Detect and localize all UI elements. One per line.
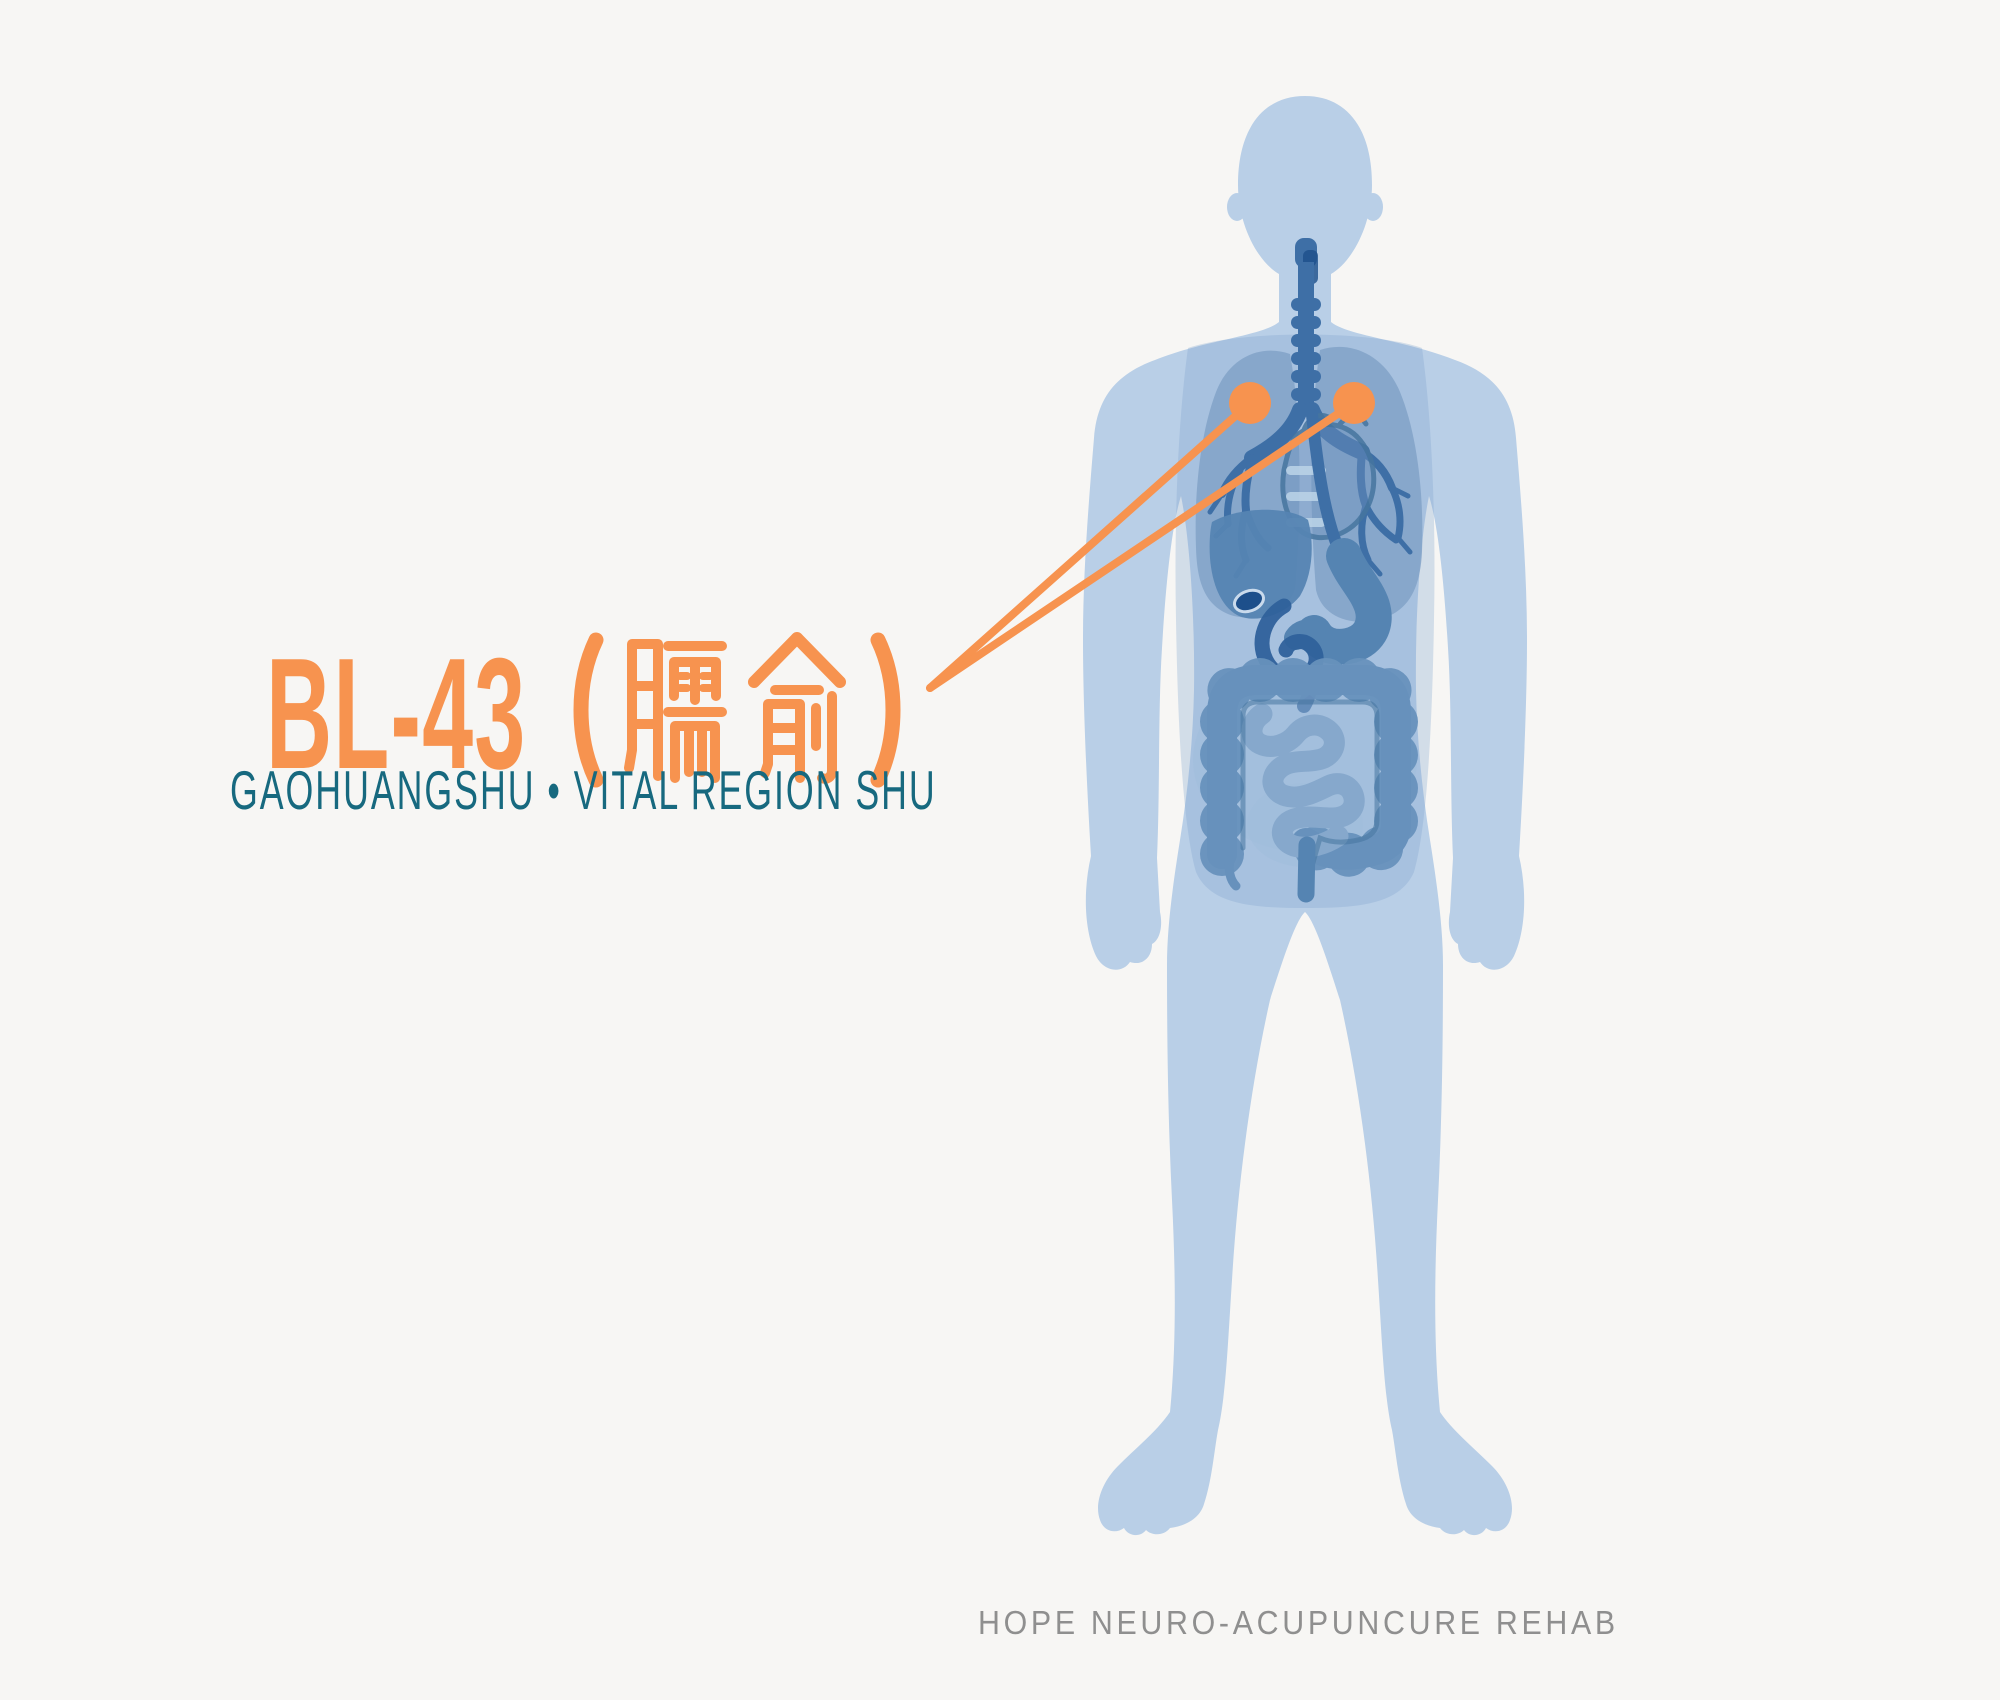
leader-line-right — [926, 399, 1358, 692]
acupoint-marker-right — [1333, 382, 1375, 424]
open-paren-glyph — [573, 632, 604, 788]
brand-footer: HOPE NEURO-ACUPUNCURE REHAB — [978, 1604, 1619, 1641]
small-intestine — [1241, 703, 1365, 858]
hanzi-nao-glyph — [624, 639, 727, 783]
point-code: BL-43 — [266, 626, 527, 802]
liver — [1209, 509, 1312, 619]
head — [1238, 96, 1372, 300]
trachea — [1291, 238, 1321, 412]
point-subtitle: GAOHUANGSHU • VITAL REGION SHU — [230, 759, 937, 821]
leader-lines — [926, 399, 1358, 692]
gallbladder — [1232, 588, 1266, 614]
close-paren-glyph — [870, 632, 901, 788]
point-title: BL-43 — [266, 628, 902, 796]
hanzi-yu-glyph — [748, 632, 846, 784]
point-hanzi-graphic — [573, 632, 901, 788]
acupoint-marker-left — [1229, 382, 1271, 424]
rectum — [1297, 836, 1316, 903]
point-code-box: BL-43 — [266, 626, 528, 802]
leader-line-left — [926, 399, 1254, 692]
left-ear — [1227, 193, 1247, 221]
right-ear — [1363, 193, 1383, 221]
colon-outline — [1240, 699, 1380, 883]
